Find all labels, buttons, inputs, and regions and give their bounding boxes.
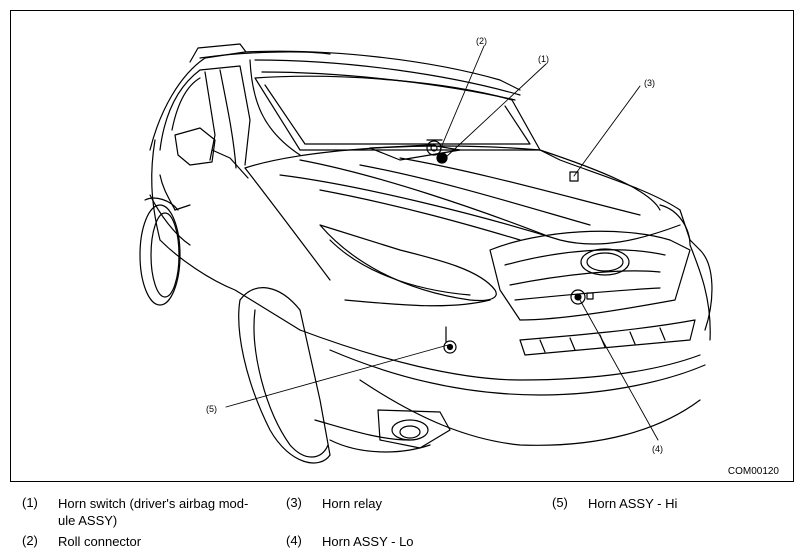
body-side bbox=[149, 167, 331, 331]
rear-wheel bbox=[139, 197, 181, 306]
front-fender bbox=[659, 204, 713, 341]
side-mirror bbox=[174, 127, 249, 179]
leader-lines bbox=[225, 45, 659, 441]
figure-code: COM00120 bbox=[727, 466, 779, 477]
vehicle-line-drawing: (2) (1) (3) (4) (5) bbox=[139, 36, 713, 464]
callout-5: (5) bbox=[206, 404, 217, 414]
hood bbox=[244, 144, 691, 245]
horn-hi-marker bbox=[443, 326, 457, 354]
legend-item-2: (2) Roll connector bbox=[22, 533, 272, 550]
diagram-frame: COM00120 bbox=[10, 10, 794, 482]
legend-num: (2) bbox=[22, 533, 38, 548]
front-wheel bbox=[238, 287, 331, 464]
legend-num: (3) bbox=[286, 495, 302, 510]
grille bbox=[489, 230, 691, 321]
legend-item-1: (1) Horn switch (driver's airbag mod- ul… bbox=[22, 495, 272, 529]
horn-lo-marker bbox=[570, 289, 594, 305]
legend-item-5: (5) Horn ASSY - Hi bbox=[552, 495, 782, 512]
legend-text: Horn ASSY - Lo bbox=[322, 534, 414, 549]
callout-1: (1) bbox=[538, 54, 549, 64]
legend-text: Horn relay bbox=[322, 496, 382, 511]
callout-2: (2) bbox=[476, 36, 487, 46]
roll-connector-marker bbox=[436, 152, 448, 164]
roof-outline bbox=[149, 43, 521, 151]
headlight bbox=[319, 224, 497, 307]
side-windows bbox=[151, 65, 251, 241]
legend-num: (5) bbox=[552, 495, 568, 510]
callout-4: (4) bbox=[652, 444, 663, 454]
legend-num: (4) bbox=[286, 533, 302, 548]
callout-3: (3) bbox=[644, 78, 655, 88]
legend-num: (1) bbox=[22, 495, 38, 510]
horn-switch-marker bbox=[426, 139, 443, 156]
fog-light bbox=[377, 409, 451, 449]
front-bumper bbox=[299, 319, 706, 453]
legend-item-3: (3) Horn relay bbox=[286, 495, 536, 512]
legend-text: Horn ASSY - Hi bbox=[588, 496, 678, 511]
legend-text: Roll connector bbox=[58, 534, 142, 549]
legend-text-line2: ule ASSY) bbox=[58, 513, 118, 528]
windshield bbox=[249, 59, 541, 156]
legend-text: Horn switch (driver's airbag mod- ule AS… bbox=[58, 495, 248, 529]
legend-text-line1: Horn switch (driver's airbag mod- bbox=[58, 496, 249, 511]
horn-relay-marker bbox=[569, 171, 579, 182]
legend-item-4: (4) Horn ASSY - Lo bbox=[286, 533, 536, 550]
